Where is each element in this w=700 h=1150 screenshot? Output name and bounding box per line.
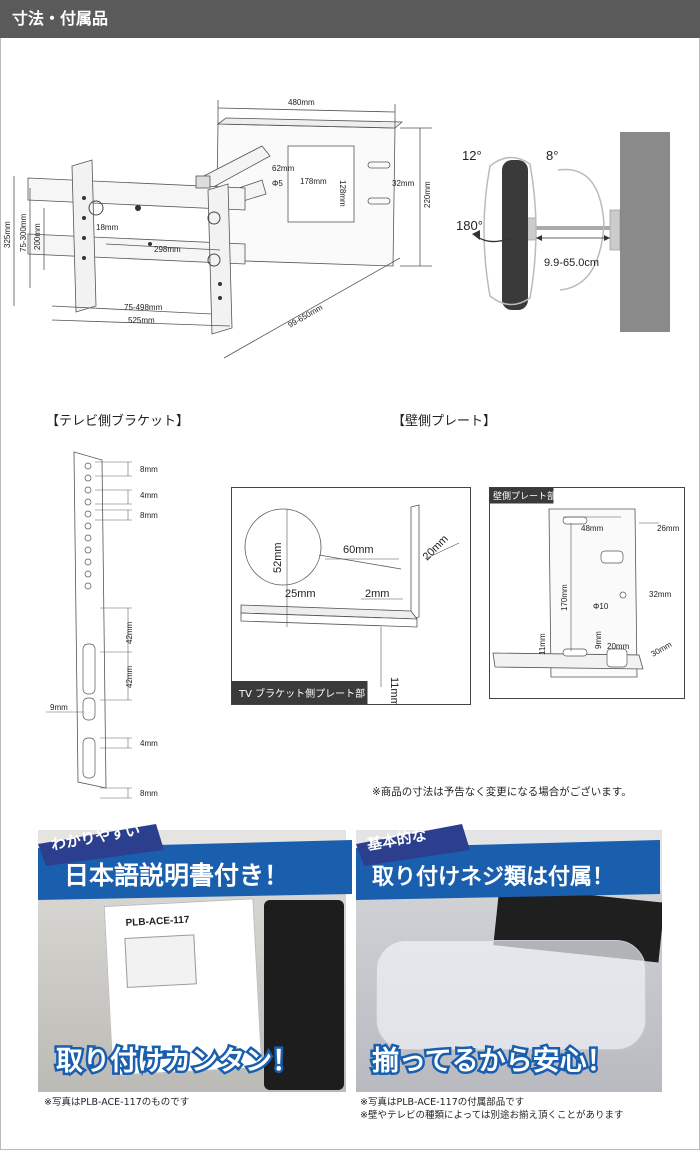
promo-left-headline: 日本語説明書付き！ [64, 861, 289, 890]
plate-dim-2: 2mm [365, 588, 389, 600]
plate-dim-11: 11mm [388, 677, 400, 705]
bracket-photo [264, 900, 344, 1090]
plate-dim-60: 60mm [343, 544, 374, 556]
wall-plate-section-label: 【壁側プレート】 [392, 414, 497, 429]
dim-32: 32mm [392, 179, 415, 188]
wall-dim-phi10: Φ10 [593, 602, 609, 611]
wall-block [620, 132, 670, 332]
promo-right-headline: 取り付けネジ類は付属！ [372, 865, 614, 890]
dim-99-650: 99-650mm [287, 303, 325, 330]
bracket-dim-6: 9mm [50, 703, 68, 712]
manual-model: PLB-ACE-117 [125, 914, 190, 929]
bracket-dim-2: 4mm [140, 491, 158, 500]
promo-left-header: わかりやすい 日本語説明書付き！ [38, 821, 352, 900]
plate-dim-25: 25mm [285, 588, 316, 600]
wall-plate-detail: 壁側プレート部 48mm 26mm 170mm Φ10 32mm 9mm 20m… [489, 487, 685, 699]
dim-75-498: 75-498mm [124, 303, 163, 312]
dim-18: 18mm [96, 223, 119, 232]
dim-62: 62mm [272, 164, 295, 173]
tv-plate-detail: 52mm 60mm 20mm 25mm 2mm 11mm TV ブラケット側プレ… [231, 487, 471, 705]
wall-dim-20: 20mm [607, 642, 630, 651]
manual-illustration [124, 934, 197, 988]
dim-325: 325mm [3, 221, 12, 248]
wall-dim-48: 48mm [581, 524, 604, 533]
tv-bracket-section-label: 【テレビ側ブラケット】 [46, 414, 190, 429]
tilt-swivel-diagram: 12° 8° 180° 9.9-65.0cm [456, 132, 670, 332]
tilt-down-angle: 8° [546, 148, 558, 163]
wall-plate-label: 壁側プレート部 [493, 490, 556, 502]
main-dimension-diagram: 480mm 62mm 178mm 128mm 32mm Φ5 220mm 325… [3, 98, 432, 359]
wall-dim-9: 9mm [594, 631, 603, 649]
promo-right-bottom: 揃ってるから安心！ [372, 1046, 614, 1077]
wall-dim-11: 11mm [538, 633, 547, 655]
dim-525: 525mm [128, 316, 155, 325]
tv-plate-label: TV ブラケット側プレート部 [238, 687, 365, 700]
dim-128: 128mm [338, 180, 347, 207]
dim-480: 480mm [288, 98, 315, 107]
dimension-notice: ※商品の寸法は予告なく変更になる場合がございます。 [372, 786, 632, 798]
bracket-dim-3: 8mm [140, 511, 158, 520]
promo-right-footer: 揃ってるから安心！ [370, 1044, 617, 1080]
dim-220: 220mm [423, 181, 432, 208]
section-header: 寸法・付属品 [0, 0, 700, 38]
promo-left-caption: ※写真はPLB-ACE-117のものです [44, 1097, 190, 1108]
plate-dim-52: 52mm [272, 542, 284, 573]
swivel-angle: 180° [456, 218, 483, 233]
promo-right-caption-2: ※壁やテレビの種類によっては別途お揃え頂くことがあります [360, 1110, 624, 1121]
bracket-dim-1: 8mm [140, 465, 158, 474]
wall-dim-170: 170mm [560, 584, 569, 611]
dim-75-300: 75-300mm [19, 213, 28, 252]
bracket-dim-7: 4mm [140, 739, 158, 748]
promo-left-bottom: 取り付けカンタン！ [56, 1046, 299, 1077]
section-title: 寸法・付属品 [12, 9, 109, 28]
tilt-up-angle: 12° [462, 148, 482, 163]
bracket-dim-5: 42mm [125, 665, 134, 688]
promo-right-caption-1: ※写真はPLB-ACE-117の付属部品です [360, 1097, 525, 1108]
tv-bracket-diagram: 8mm 4mm 8mm 42mm 42mm 9mm 4mm 8mm [46, 451, 158, 799]
bracket-dim-4: 42mm [125, 621, 134, 644]
bracket-dim-8: 8mm [140, 789, 158, 798]
wall-dim-32: 32mm [649, 590, 672, 599]
dim-298: 298mm [154, 245, 181, 254]
screw-bag [376, 940, 646, 1050]
promo-left-footer: 取り付けカンタン！ [54, 1044, 302, 1080]
wall-dim-26: 26mm [657, 524, 680, 533]
dim-200: 200mm [33, 223, 42, 250]
extension-range: 9.9-65.0cm [544, 257, 599, 269]
dim-178: 178mm [300, 177, 327, 186]
promo-right-header: 基本的な 取り付けネジ類は付属！ [356, 824, 660, 900]
dim-phi5: Φ5 [272, 179, 283, 188]
